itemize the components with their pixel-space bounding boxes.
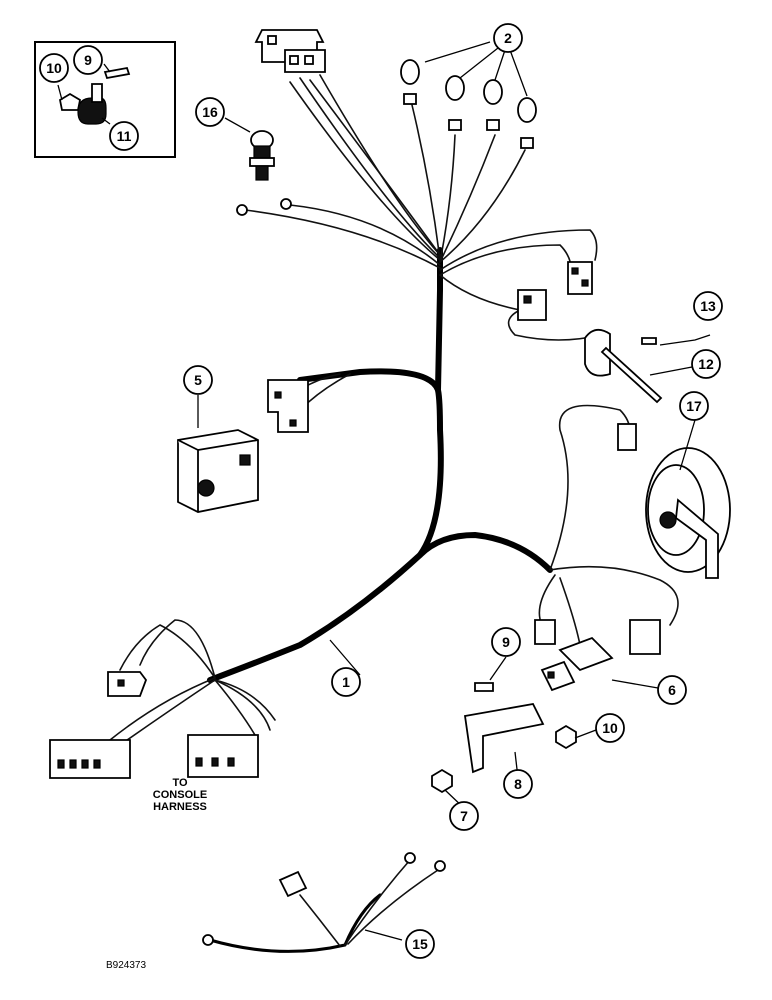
bulb-2	[445, 75, 465, 131]
figure-id: B924373	[106, 960, 146, 971]
ring-terminal	[236, 204, 248, 216]
svg-text:11: 11	[117, 128, 132, 144]
callout-9: 9	[491, 627, 521, 657]
right-connector-b	[517, 289, 547, 321]
bulb-3	[483, 79, 503, 131]
svg-text:12: 12	[698, 356, 714, 372]
callout-11: 11	[109, 121, 139, 151]
harness-branch-right	[417, 532, 553, 573]
horn-part	[645, 447, 731, 579]
leader-lines	[57, 41, 711, 941]
rotary-switch-part	[177, 429, 259, 513]
svg-text:1: 1	[342, 674, 350, 690]
ring-terminal	[280, 198, 292, 210]
bulb-1	[400, 59, 420, 105]
callout-9-inset: 9	[73, 45, 103, 75]
svg-text:15: 15	[412, 936, 428, 952]
svg-text:13: 13	[700, 298, 716, 314]
svg-text:8: 8	[514, 776, 522, 792]
callout-2: 2	[493, 23, 523, 53]
bulb-group	[400, 59, 537, 149]
callout-6: 6	[657, 675, 687, 705]
bolt-part	[103, 66, 131, 80]
svg-text:9: 9	[84, 52, 92, 68]
brake-switch-part	[540, 636, 614, 692]
upper-wire-fanout	[244, 74, 601, 341]
lower-left-wire-fanout	[109, 619, 276, 746]
note-line-2: CONSOLE	[153, 789, 207, 801]
bolt-part-9	[474, 682, 494, 692]
nut-part-7	[431, 768, 453, 794]
right-connector-a	[567, 261, 593, 295]
mounting-bracket	[463, 702, 545, 774]
horn-connector	[617, 423, 637, 451]
callout-12: 12	[691, 349, 721, 379]
sender-part	[584, 328, 663, 404]
screw-part	[641, 337, 657, 345]
nut-part	[58, 92, 82, 111]
indicator-lamp-part	[249, 130, 275, 181]
brake-connector-b	[629, 619, 661, 655]
clamp-part	[77, 97, 107, 125]
inset-detail-box	[34, 41, 176, 158]
right-wire-branch	[538, 404, 679, 646]
note-line-3: HARNESS	[153, 801, 207, 813]
callout-17: 17	[679, 391, 709, 421]
console-connector-left	[49, 739, 131, 779]
callout-5: 5	[183, 365, 213, 395]
harness-branch-switch	[297, 368, 441, 393]
callout-8: 8	[503, 769, 533, 799]
callout-13: 13	[693, 291, 723, 321]
callout-16: 16	[195, 97, 225, 127]
svg-text:10: 10	[602, 720, 618, 736]
top-multi-connector	[254, 29, 326, 73]
svg-text:7: 7	[460, 808, 468, 824]
brake-connector-a	[534, 619, 556, 645]
svg-text:5: 5	[194, 372, 202, 388]
svg-text:6: 6	[668, 682, 676, 698]
svg-text:16: 16	[202, 104, 218, 120]
switch-connector	[267, 379, 309, 433]
callout-10: 10	[595, 713, 625, 743]
note-line-1: TO	[172, 777, 188, 789]
nut-part-10	[555, 724, 577, 750]
callout-15: 15	[405, 929, 435, 959]
svg-text:9: 9	[502, 634, 510, 650]
svg-text:2: 2	[504, 30, 512, 46]
bulb-4	[517, 97, 537, 149]
callout-1: 1	[331, 667, 361, 697]
svg-text:17: 17	[686, 398, 702, 414]
svg-text:10: 10	[46, 60, 62, 76]
callout-10-inset: 10	[39, 53, 69, 83]
console-connector-right	[187, 734, 259, 778]
lower-left-connector-small	[107, 671, 148, 697]
lower-harness-part	[202, 852, 446, 953]
callout-7: 7	[449, 801, 479, 831]
